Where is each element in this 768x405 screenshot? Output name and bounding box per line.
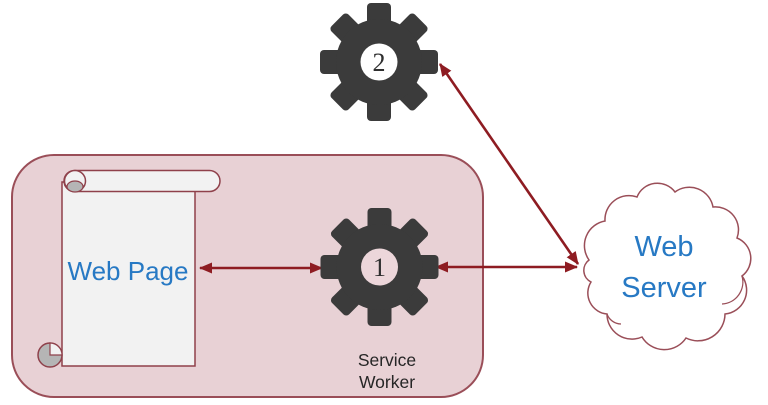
web-server-label-line2: Server (621, 272, 707, 304)
web-server-cloud: Web Server (583, 182, 752, 351)
service-worker-label-line2: Worker (359, 372, 415, 392)
gear-2-hub (360, 43, 398, 81)
cloud-inner-arc-right (721, 275, 744, 305)
arrow-gear2-server (438, 63, 580, 265)
gear-2-number: 2 (373, 48, 386, 77)
scroll-top-roll (63, 169, 221, 193)
gear-1-number: 1 (373, 253, 386, 282)
cloud-inner-arc-left (606, 313, 622, 325)
scroll-body (61, 181, 196, 367)
cloud-outline (583, 182, 752, 351)
scroll-bottom-curl-notch (49, 342, 63, 356)
gear-2-icon: 2 (320, 3, 438, 121)
web-page-scroll: Web Page (37, 169, 221, 368)
gear-1-hub (361, 248, 398, 286)
service-worker-label-line1: Service (358, 350, 416, 370)
web-page-label: Web Page (68, 256, 189, 286)
web-server-label-line1: Web (634, 231, 693, 263)
scroll-top-curl-shadow (66, 180, 84, 193)
gear-1-icon: 1 (320, 208, 439, 326)
